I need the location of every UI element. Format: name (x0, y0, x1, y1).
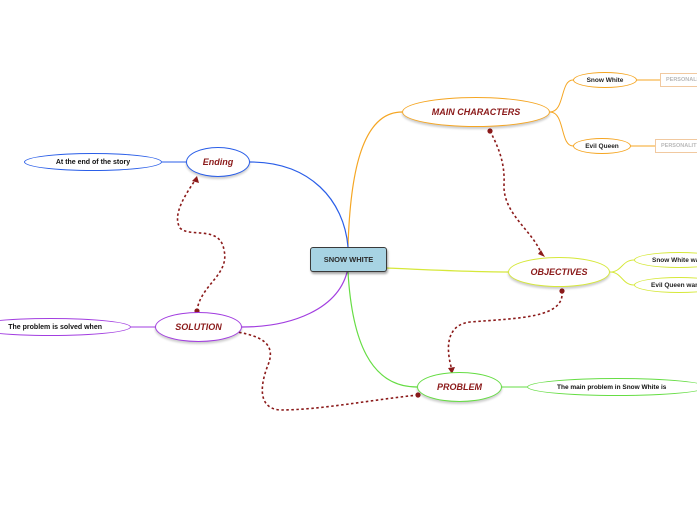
subtopic-end-of-story[interactable]: At the end of the story (24, 153, 162, 171)
relation-arrowhead (448, 367, 455, 374)
subtopic-evil-queen[interactable]: Evil Queen (573, 138, 631, 154)
relation-start-dot (415, 392, 421, 398)
relation-start-dot (487, 128, 493, 134)
relation-problem-solution (223, 329, 419, 411)
topic-solution[interactable]: SOLUTION (155, 312, 242, 342)
connector-problem (347, 271, 418, 388)
topic-main-characters[interactable]: MAIN CHARACTERS (402, 97, 550, 127)
connector-snow-white (549, 79, 574, 113)
subtopic-problem-solved[interactable]: The problem is solved when (0, 318, 131, 336)
topic-ending[interactable]: Ending (186, 147, 250, 177)
subtopic-main-problem[interactable]: The main problem in Snow White is (527, 378, 697, 396)
subtopic-snow-white[interactable]: Snow White (573, 72, 637, 88)
relation-objectives-problem (447, 290, 563, 371)
subtopic-objective-evil-queen[interactable]: Evil Queen wants (634, 277, 697, 293)
connector-evil-queen (549, 111, 574, 147)
connector-ending (249, 161, 349, 248)
connector-solution (241, 267, 349, 328)
relation-main-characters-objectives (489, 130, 543, 257)
subtopic-objective-snow-white[interactable]: Snow White wants (634, 252, 697, 268)
snow-white-personality-box[interactable]: PERSONALITY (660, 73, 697, 87)
relation-start-dot (559, 288, 565, 294)
connector-objective-2 (609, 271, 635, 286)
central-topic[interactable]: SNOW WHITE (310, 247, 387, 272)
relation-arrowhead (192, 176, 199, 183)
topic-objectives[interactable]: OBJECTIVES (508, 257, 610, 287)
connector-objective-1 (609, 259, 635, 273)
evil-queen-personality-box[interactable]: PERSONALITY (655, 139, 697, 153)
relation-solution-ending (176, 178, 226, 312)
topic-problem[interactable]: PROBLEM (417, 372, 502, 402)
connector-objectives (386, 267, 509, 273)
connector-main-characters (347, 111, 403, 248)
relation-arrowhead (538, 250, 545, 257)
